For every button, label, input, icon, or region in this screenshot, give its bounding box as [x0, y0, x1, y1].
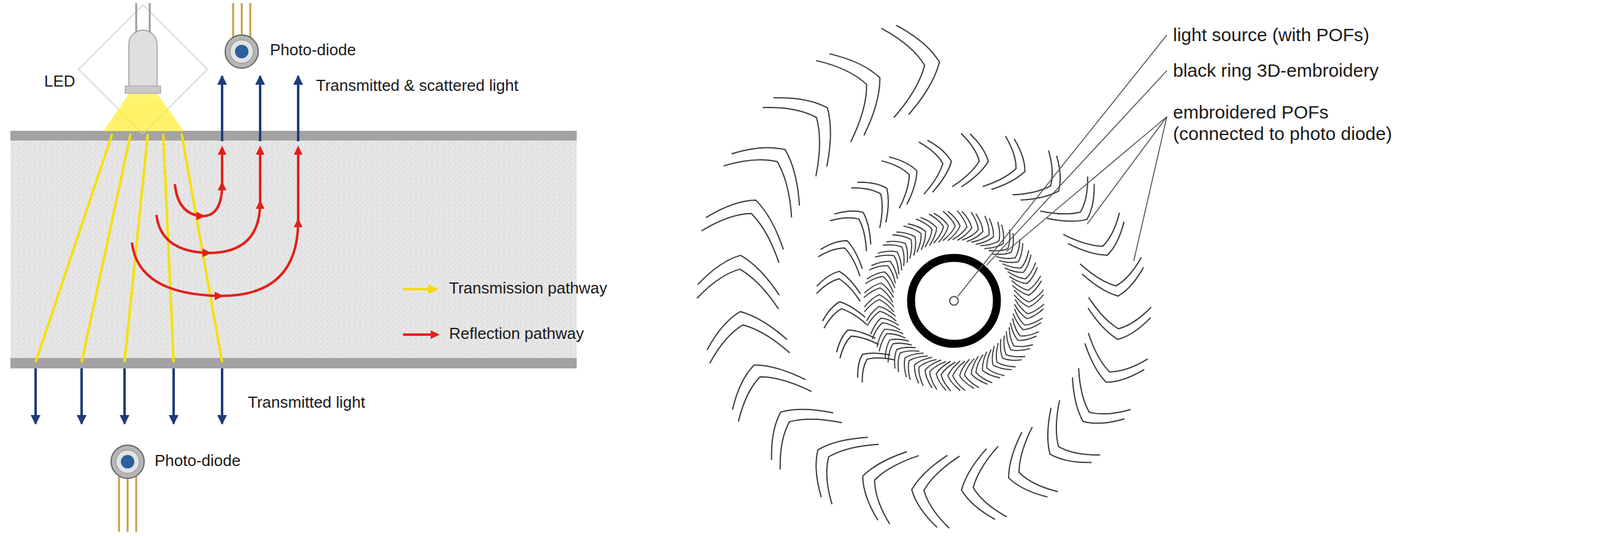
- label: black ring 3D-embroidery: [1173, 60, 1379, 82]
- bottom-layer: [10, 357, 577, 369]
- photodiode-symbol: [111, 444, 145, 532]
- label: Transmitted light: [247, 393, 366, 412]
- legend-label: Transmission pathway: [449, 279, 608, 298]
- label: embroidered POFs (connected to photo dio…: [1173, 101, 1404, 145]
- led-symbol: [78, 3, 208, 134]
- label: LED: [44, 72, 76, 91]
- pof-embroidery: [696, 25, 1151, 528]
- scattered-light-arrow: [222, 76, 299, 142]
- transmitted-light-arrow: [35, 368, 223, 424]
- photodiode-symbol: [225, 3, 259, 69]
- label: Photo-diode: [269, 41, 356, 60]
- reflection-path: [131, 148, 299, 296]
- leader-line: [957, 34, 1167, 297]
- top-layer: [10, 130, 577, 141]
- pof-chevron-ring: [863, 210, 1045, 391]
- light-source: [949, 296, 959, 305]
- pof-chevron-spiral: [696, 25, 1151, 528]
- black-ring: [911, 257, 997, 344]
- label: light source (with POFs): [1173, 24, 1370, 47]
- legend-sample: [403, 333, 437, 336]
- transmission-path: [35, 133, 223, 362]
- legend-sample: [403, 287, 437, 291]
- label: Transmitted & scattered light: [315, 76, 519, 96]
- label: Photo-diode: [154, 451, 241, 470]
- legend-label: Reflection pathway: [449, 324, 585, 343]
